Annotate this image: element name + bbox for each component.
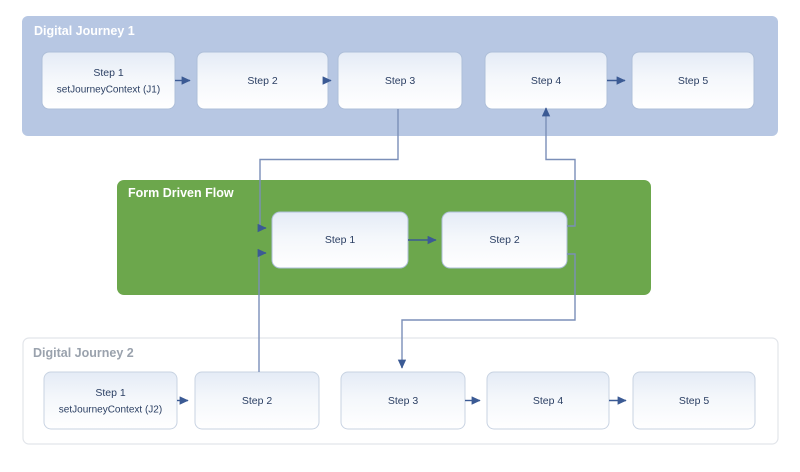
step-j2s1-sublabel: setJourneyContext (J2) — [59, 405, 162, 416]
step-j2s2-box[interactable] — [194, 371, 320, 430]
step-j1s1[interactable]: Step 1 setJourneyContext (J1) — [41, 51, 176, 110]
step-j2s3-label: Step 3 — [388, 395, 419, 407]
step-ffs2[interactable]: Step 2 — [441, 211, 568, 269]
step-j1s1-label: Step 1 — [93, 67, 124, 79]
step-j1s5[interactable]: Step 5 — [631, 51, 755, 110]
step-j2s2[interactable]: Step 2 — [194, 371, 320, 430]
step-j2s5-box[interactable] — [632, 371, 756, 430]
step-ffs2-label: Step 2 — [489, 234, 520, 246]
step-j1s3-box[interactable] — [337, 51, 463, 110]
step-j2s1[interactable]: Step 1 setJourneyContext (J2) — [43, 371, 178, 430]
step-ffs1[interactable]: Step 1 — [271, 211, 409, 269]
step-j1s1-sublabel: setJourneyContext (J1) — [57, 85, 160, 96]
step-j2s4[interactable]: Step 4 — [486, 371, 610, 430]
step-j1s3-label: Step 3 — [385, 75, 416, 87]
step-j1s1-box[interactable] — [41, 51, 176, 110]
step-j2s5[interactable]: Step 5 — [632, 371, 756, 430]
lane-formflow-label: Form Driven Flow — [128, 186, 234, 200]
step-j1s4-label: Step 4 — [531, 75, 562, 87]
step-j1s5-box[interactable] — [631, 51, 755, 110]
connectors — [175, 76, 627, 405]
step-j1s3[interactable]: Step 3 — [337, 51, 463, 110]
step-j2s4-label: Step 4 — [533, 395, 564, 407]
step-j2s1-box[interactable] — [43, 371, 178, 430]
step-j2s2-label: Step 2 — [242, 395, 273, 407]
connector-j1s3-ffs1 — [259, 109, 399, 228]
lane-formflow: Form Driven Flow Step 1 Step 2 — [117, 180, 651, 295]
lane-journey1: Digital Journey 1 Step 1 setJourneyConte… — [22, 16, 778, 136]
step-ffs1-label: Step 1 — [325, 234, 356, 246]
lane-journey2-label: Digital Journey 2 — [33, 346, 134, 360]
lane-journey2: Digital Journey 2 Step 1 setJourneyConte… — [22, 337, 779, 445]
step-j1s5-label: Step 5 — [678, 75, 709, 87]
step-j2s5-label: Step 5 — [679, 395, 710, 407]
step-ffs2-box[interactable] — [441, 211, 568, 269]
step-j1s4[interactable]: Step 4 — [484, 51, 608, 110]
connector-ffs2-j2s3 — [401, 253, 576, 362]
step-j2s3[interactable]: Step 3 — [340, 371, 466, 430]
step-j1s2[interactable]: Step 2 — [196, 51, 329, 110]
step-j2s1-label: Step 1 — [95, 387, 126, 399]
lane-journey1-label: Digital Journey 1 — [34, 24, 135, 38]
connector-ffs2-j1s4 — [545, 115, 576, 227]
step-j1s2-label: Step 2 — [247, 75, 278, 87]
